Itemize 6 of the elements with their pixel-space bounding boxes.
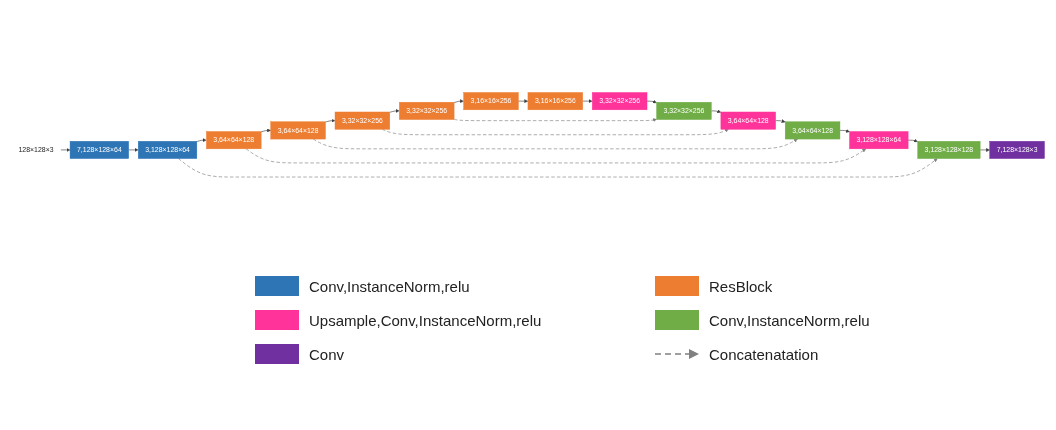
legend-text: Conv,InstanceNorm,relu [309, 277, 470, 295]
legend-text: ResBlock [709, 277, 773, 295]
legend-text: Conv,InstanceNorm,relu [709, 311, 870, 329]
legend-text: Conv [309, 345, 345, 363]
legend-text: Concatenatation [709, 345, 819, 363]
legend-text: Upsample,Conv,InstanceNorm,relu [309, 311, 542, 329]
